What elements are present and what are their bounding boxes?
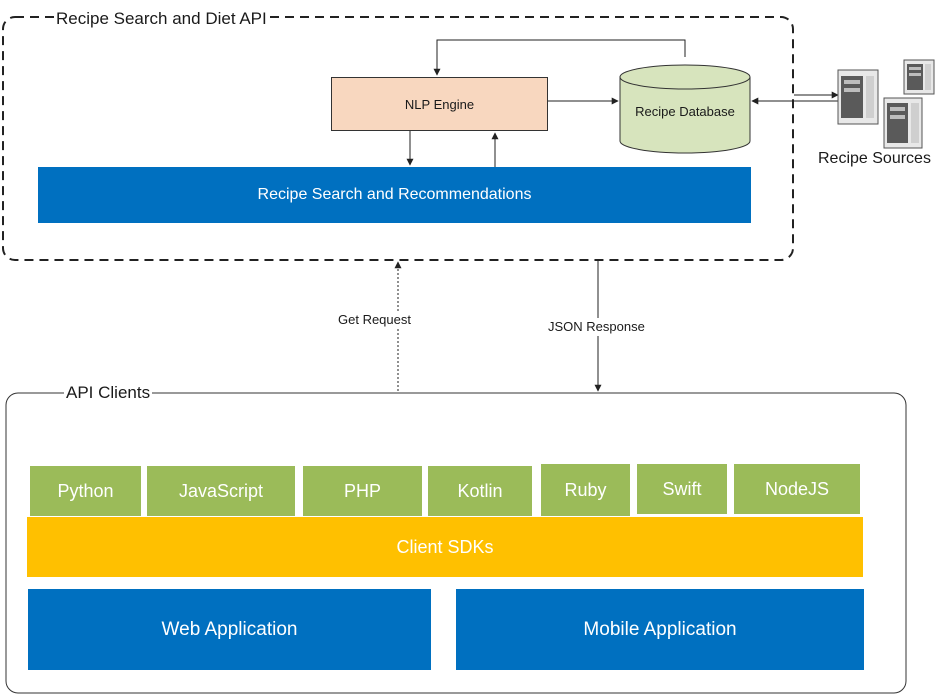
server-icon — [837, 69, 879, 125]
language-nodejs[interactable]: NodeJS — [734, 464, 860, 514]
clients-group-border — [5, 392, 907, 694]
recipe-search-label: Recipe Search and Recommendations — [257, 186, 532, 203]
language-php[interactable]: PHP — [303, 466, 422, 516]
json-response-label: JSON Response — [546, 318, 647, 336]
language-ruby[interactable]: Ruby — [541, 464, 630, 516]
language-kotlin[interactable]: Kotlin — [428, 466, 532, 516]
language-swift[interactable]: Swift — [637, 464, 727, 514]
recipe-search-bar[interactable]: Recipe Search and Recommendations — [38, 167, 751, 223]
api-group-border — [2, 16, 794, 261]
recipe-sources-label: Recipe Sources — [818, 150, 931, 167]
web-application-label: Web Application — [161, 618, 298, 640]
server-icon — [903, 59, 935, 95]
client-sdks-bar[interactable]: Client SDKs — [27, 517, 863, 577]
language-javascript[interactable]: JavaScript — [147, 466, 295, 516]
nlp-engine-box[interactable]: NLP Engine — [331, 77, 548, 131]
get-request-label: Get Request — [336, 311, 413, 329]
mobile-application-box[interactable]: Mobile Application — [456, 589, 864, 670]
mobile-application-label: Mobile Application — [583, 618, 737, 640]
server-icon — [883, 97, 923, 149]
recipe-database-label[interactable]: Recipe Database — [635, 103, 735, 119]
database-icon — [619, 64, 751, 154]
client-sdks-label: Client SDKs — [396, 536, 494, 557]
db-to-nlp-connector — [433, 39, 686, 76]
nlp-engine-label: NLP Engine — [404, 96, 475, 112]
web-application-box[interactable]: Web Application — [28, 589, 431, 670]
api-group-title: Recipe Search and Diet API — [54, 9, 269, 29]
api-clients-title: API Clients — [64, 383, 153, 403]
language-python[interactable]: Python — [30, 466, 141, 516]
